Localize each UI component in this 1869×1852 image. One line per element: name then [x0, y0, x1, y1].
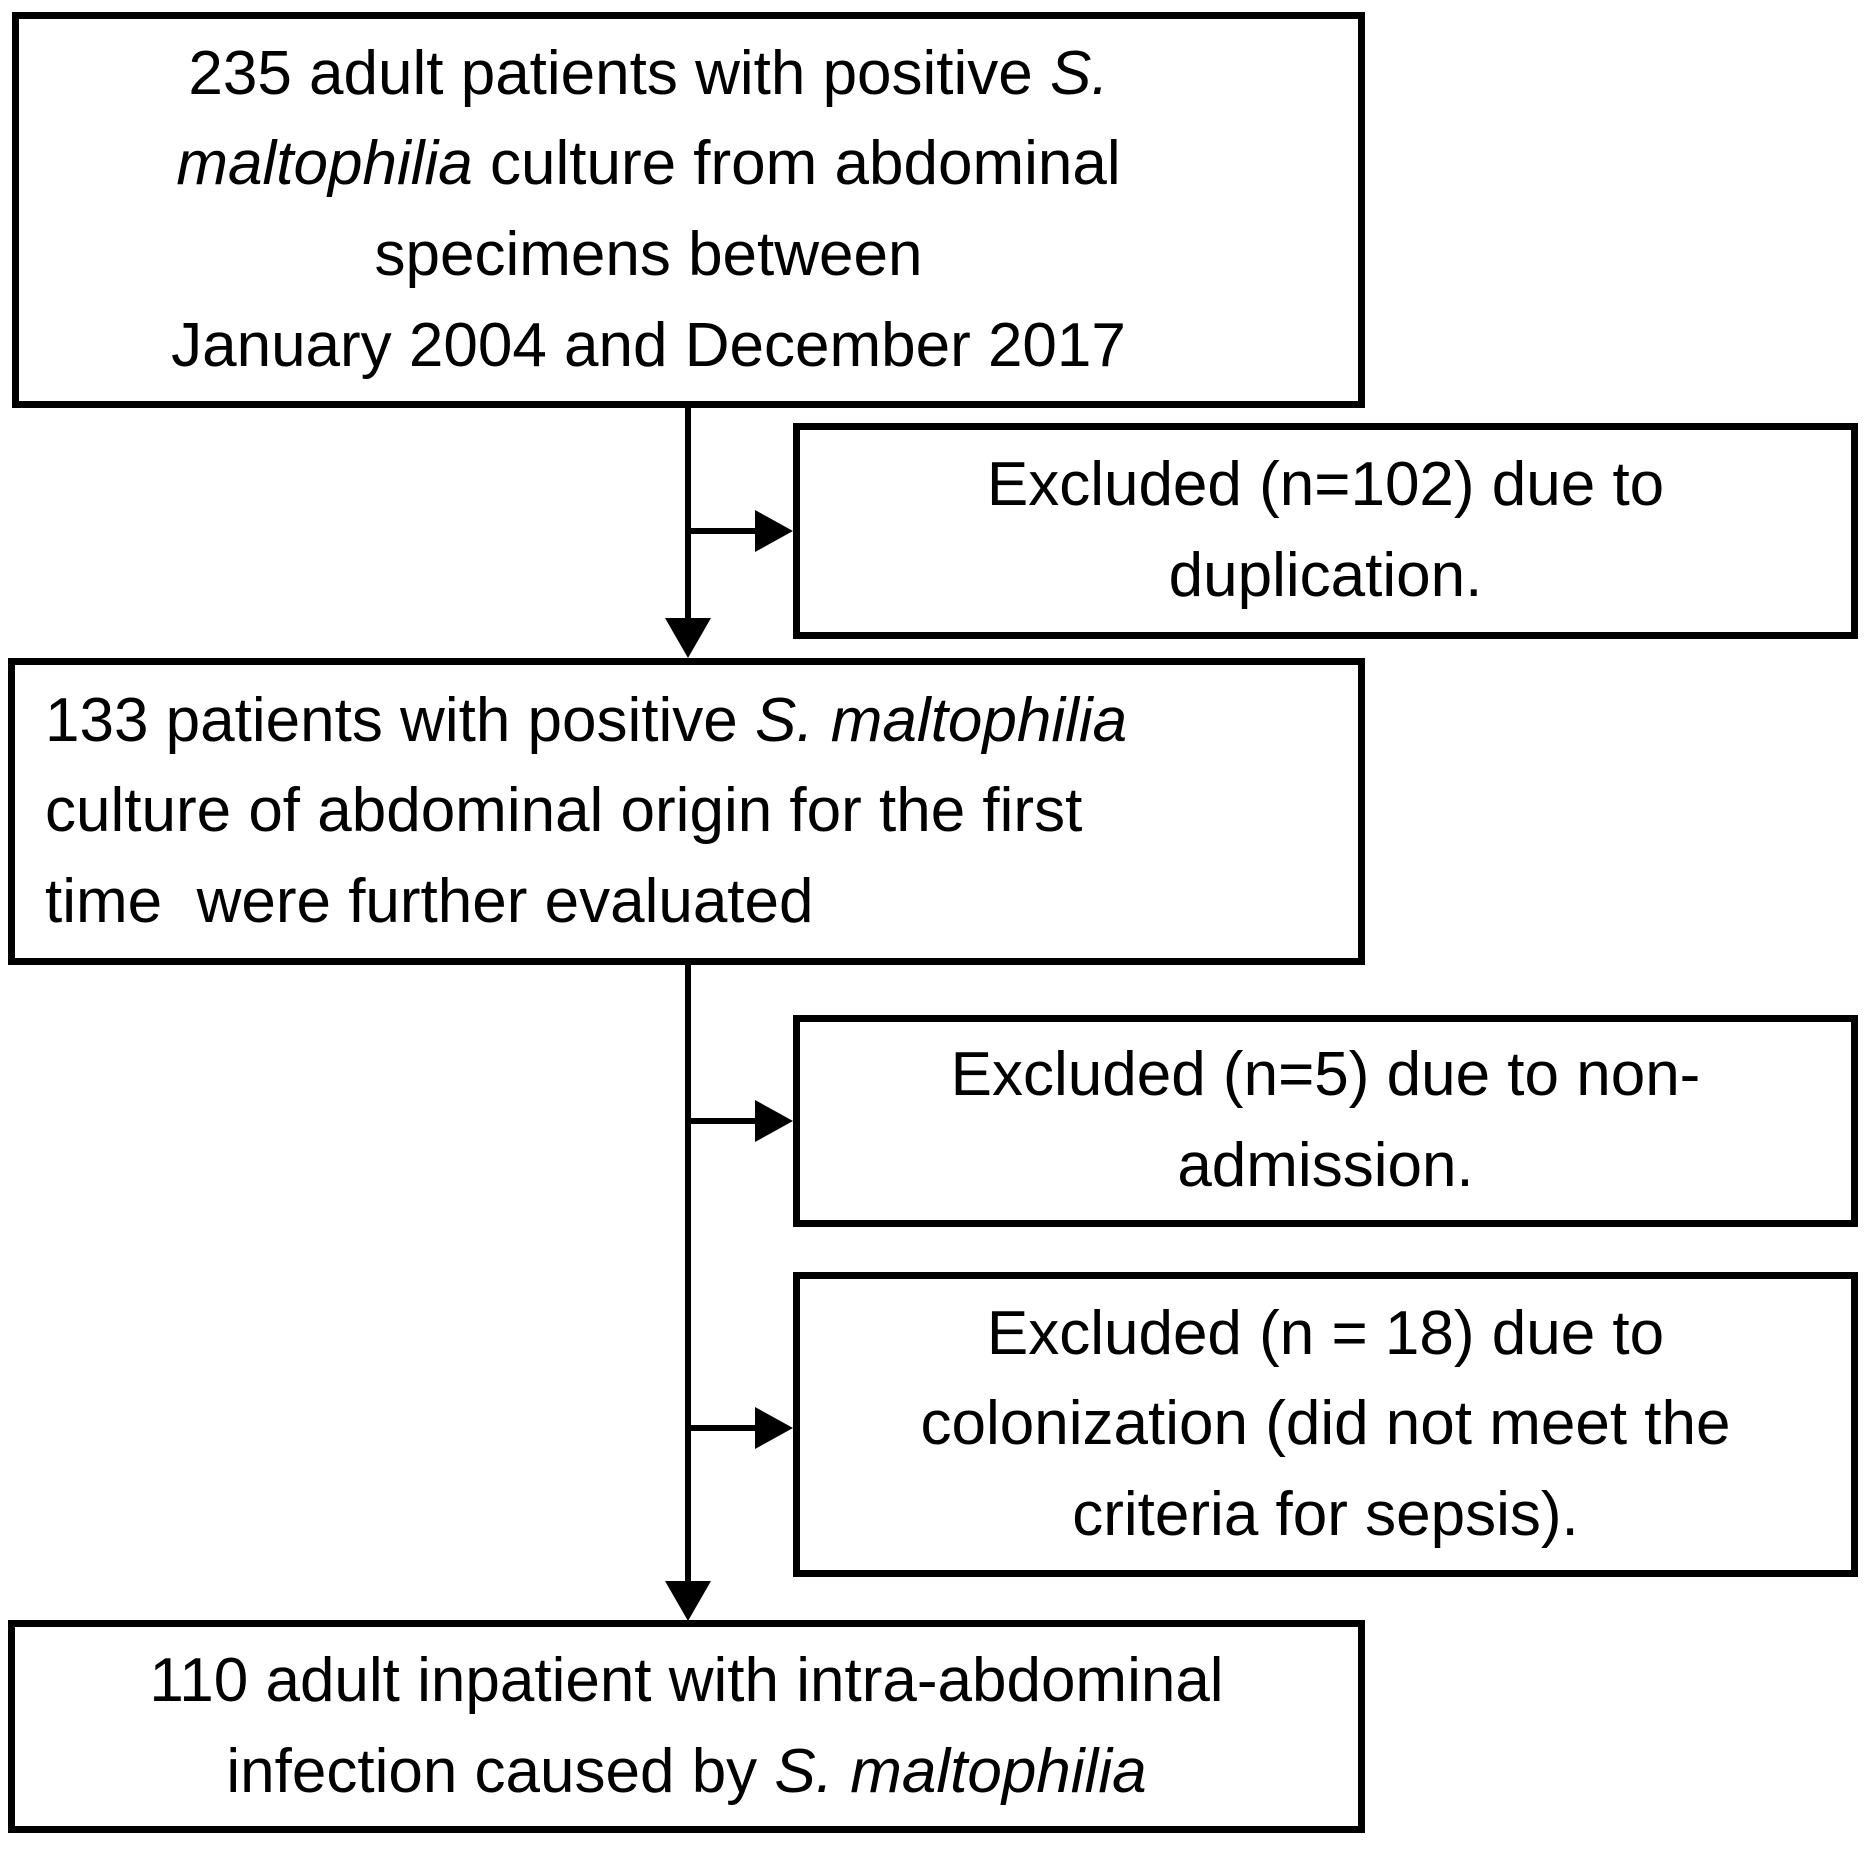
- text-line: maltophilia culture from abdominal: [19, 119, 1278, 210]
- text-line: Excluded (n=102) due to: [800, 440, 1851, 531]
- connector-line-evaluated-to-final: [685, 965, 691, 1583]
- text-line: admission.: [800, 1121, 1851, 1212]
- text-line: Excluded (n = 18) due to: [800, 1289, 1851, 1380]
- flow-box-final-cohort: 110 adult inpatient with intra-abdominal…: [8, 1620, 1365, 1833]
- text-line: 133 patients with positive S. maltophili…: [45, 676, 1348, 767]
- text-line: specimens between: [19, 210, 1278, 301]
- flow-box-excluded-non-admission: Excluded (n=5) due to non- admission.: [793, 1015, 1858, 1227]
- flow-box-evaluated-cohort: 133 patients with positive S. maltophili…: [8, 658, 1365, 965]
- text-segment: 235 adult patients with positive: [188, 38, 1051, 108]
- text-line: criteria for sepsis).: [800, 1470, 1851, 1561]
- connector-line-initial-to-evaluated: [685, 408, 691, 620]
- arrowhead-right-to-duplication: [755, 510, 793, 552]
- species-name-italic: S. maltophilia: [774, 1736, 1147, 1806]
- connector-line-branch-non-admission: [688, 1118, 758, 1124]
- flow-box-initial-cohort: 235 adult patients with positive S. malt…: [12, 12, 1365, 408]
- flow-box-excluded-colonization: Excluded (n = 18) due to colonization (d…: [793, 1272, 1858, 1577]
- flow-box-excluded-duplication: Excluded (n=102) due to duplication.: [793, 423, 1858, 639]
- text-line: duplication.: [800, 531, 1851, 622]
- text-line: January 2004 and December 2017: [19, 301, 1278, 392]
- text-segment: January 2004 and December 2017: [171, 310, 1126, 380]
- text-line: colonization (did not meet the: [800, 1379, 1851, 1470]
- text-segment: Excluded (n = 18) due to: [986, 1298, 1665, 1368]
- text-line: time were further evaluated: [45, 857, 1348, 948]
- text-segment: culture of abdominal origin for the firs…: [45, 776, 1083, 846]
- text-line: 110 adult inpatient with intra-abdominal: [15, 1636, 1358, 1727]
- connector-line-branch-colonization: [688, 1425, 758, 1431]
- text-segment: infection caused by: [226, 1736, 775, 1806]
- connector-line-branch-duplication: [688, 528, 758, 534]
- text-segment: criteria for sepsis).: [1072, 1479, 1579, 1549]
- arrowhead-right-to-non-admission: [755, 1100, 793, 1142]
- text-line: Excluded (n=5) due to non-: [800, 1030, 1851, 1121]
- text-segment: colonization (did not meet the: [920, 1389, 1731, 1459]
- arrowhead-right-to-colonization: [755, 1407, 793, 1449]
- text-segment: specimens between: [374, 220, 923, 289]
- text-line: infection caused by S. maltophilia: [15, 1727, 1358, 1818]
- arrowhead-down-to-final: [665, 1581, 711, 1621]
- species-name-italic: S.: [1050, 38, 1109, 108]
- text-line: culture of abdominal origin for the firs…: [45, 766, 1348, 857]
- text-segment: time were further evaluated: [45, 866, 814, 936]
- text-segment: culture from abdominal: [472, 129, 1121, 199]
- species-name-italic: maltophilia: [176, 129, 473, 199]
- text-segment: 133 patients with positive: [45, 685, 755, 755]
- species-name-italic: S. maltophilia: [754, 685, 1128, 755]
- arrowhead-down-to-evaluated: [665, 618, 711, 658]
- text-segment: duplication.: [1168, 541, 1483, 610]
- text-segment: 110 adult inpatient with intra-abdominal: [149, 1645, 1224, 1715]
- text-segment: Excluded (n=102) due to: [986, 450, 1665, 520]
- text-segment: admission.: [1177, 1131, 1474, 1200]
- text-line: 235 adult patients with positive S.: [19, 29, 1278, 120]
- text-segment: Excluded (n=5) due to non-: [950, 1040, 1701, 1110]
